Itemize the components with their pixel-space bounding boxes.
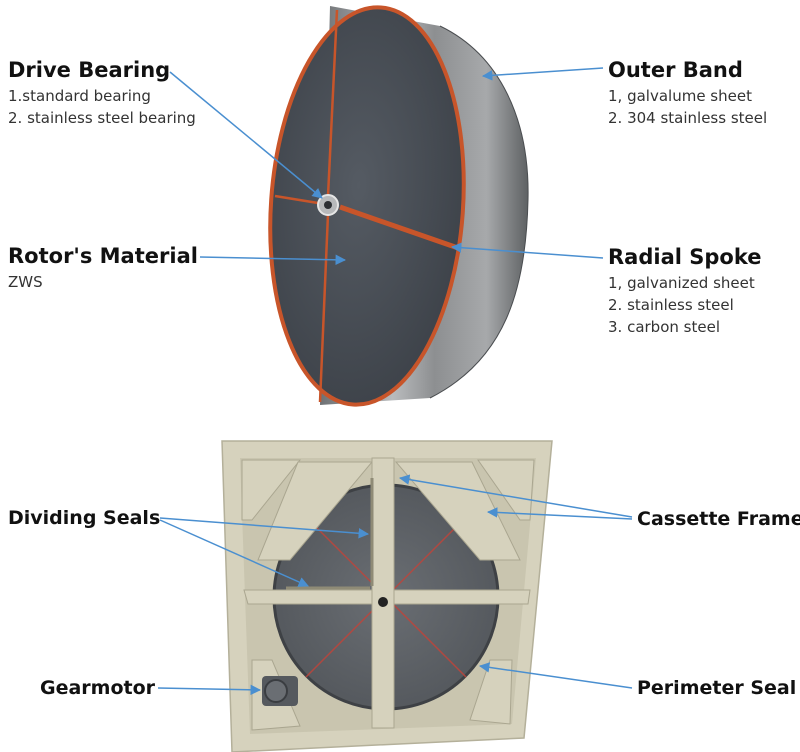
radial-spoke-main	[339, 204, 459, 251]
rotor-material-title: Rotor's Material	[8, 244, 198, 268]
pointer-outer-band	[481, 67, 604, 81]
gearmotor-unit	[262, 676, 298, 706]
radial-spoke-option: 1, galvanized sheet	[608, 274, 755, 292]
outer-band-option: 1, galvalume sheet	[608, 87, 752, 105]
outer-band-options: 1, galvalume sheet 2. 304 stainless stee…	[608, 85, 767, 129]
drive-bearing-option: 2. stainless steel bearing	[8, 109, 196, 127]
drive-bearing-title: Drive Bearing	[8, 58, 171, 82]
dividing-seal-strips	[286, 478, 374, 590]
pointer-cassette-frame-lower	[486, 507, 633, 520]
radial-spoke-option: 3. carbon steel	[608, 318, 720, 336]
radial-spoke-title: Radial Spoke	[608, 245, 762, 269]
radial-spoke-option: 2. stainless steel	[608, 296, 734, 314]
radial-spoke-options: 1, galvanized sheet 2. stainless steel 3…	[608, 272, 761, 338]
cassette-frame-title: Cassette Frame	[637, 508, 800, 530]
pointer-radial-spoke	[450, 242, 604, 259]
outer-band-title: Outer Band	[608, 58, 743, 82]
rotor-face	[268, 5, 466, 407]
pointer-perimeter-seal	[478, 662, 633, 689]
pointer-drive-bearing	[169, 71, 323, 199]
pointer-dividing-seal-upper	[159, 517, 370, 539]
pointer-gearmotor	[157, 684, 262, 696]
gearmotor-title: Gearmotor	[40, 677, 156, 699]
rotor-material-option: ZWS	[8, 273, 43, 291]
pointer-dividing-seal-lower	[159, 519, 309, 587]
radial-spokes	[274, 9, 339, 403]
dividing-seals-title: Dividing Seals	[8, 507, 161, 529]
rotor-material-options: ZWS	[8, 271, 198, 293]
pointer-rotor-material	[199, 254, 347, 266]
drive-bearing-options: 1.standard bearing 2. stainless steel be…	[8, 85, 196, 129]
radial-spoke-callout: Radial Spoke 1, galvanized sheet 2. stai…	[608, 244, 761, 338]
cassette-illustration	[221, 440, 553, 752]
pointer-cassette-frame-upper	[398, 474, 633, 518]
rotor-illustration	[268, 5, 529, 407]
pointer-arrows	[157, 67, 633, 696]
perimeter-seal-title: Perimeter Seal	[637, 677, 797, 699]
drive-bearing-option: 1.standard bearing	[8, 87, 151, 105]
outer-band-callout: Outer Band 1, galvalume sheet 2. 304 sta…	[608, 57, 767, 129]
outer-band-option: 2. 304 stainless steel	[608, 109, 768, 127]
drive-bearing-callout: Drive Bearing 1.standard bearing 2. stai…	[8, 57, 196, 129]
rotor-material-callout: Rotor's Material ZWS	[8, 243, 198, 293]
